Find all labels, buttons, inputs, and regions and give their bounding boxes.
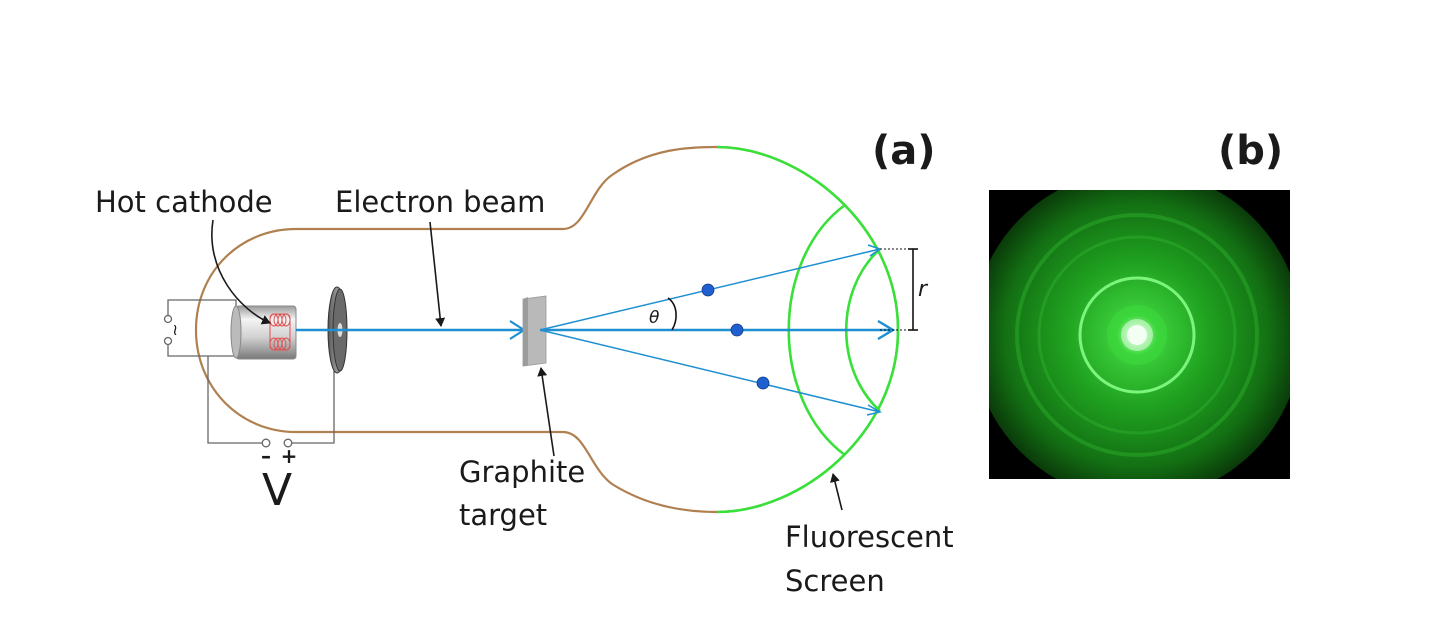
minus-sign: – bbox=[261, 444, 271, 468]
graphite-pointer bbox=[537, 367, 555, 457]
plus-sign: + bbox=[281, 444, 298, 468]
fluorescent-label-line2: Screen bbox=[785, 564, 885, 598]
diffraction-ring bbox=[1078, 276, 1196, 394]
theta-angle-arc bbox=[667, 297, 677, 331]
diffracted-beams bbox=[539, 244, 896, 416]
electron-particle bbox=[756, 376, 770, 390]
voltage-terminal-minus bbox=[261, 438, 271, 448]
graphite-label-line2: target bbox=[459, 498, 547, 532]
hot-cathode-label: Hot cathode bbox=[95, 185, 273, 219]
r-dimension bbox=[880, 248, 920, 331]
panel-b-label: (b) bbox=[1218, 128, 1283, 174]
panel-a-label: (a) bbox=[872, 128, 936, 174]
electron-beam-pointer bbox=[429, 221, 446, 327]
graphite-label-line1: Graphite bbox=[459, 455, 585, 489]
filament-coil bbox=[269, 313, 291, 351]
ac-terminal-bottom bbox=[163, 336, 173, 346]
label-pointers bbox=[211, 219, 843, 511]
hot-cathode-pointer bbox=[211, 219, 271, 325]
voltage-terminal-plus bbox=[283, 438, 293, 448]
panel-b: (b) bbox=[989, 128, 1290, 479]
screen-pointer bbox=[830, 473, 843, 511]
ac-symbol: ~ bbox=[166, 323, 185, 336]
diffraction-pattern-photo bbox=[989, 190, 1290, 479]
electron-particle bbox=[701, 283, 715, 297]
voltage-label: V bbox=[262, 465, 292, 516]
r-label: r bbox=[918, 277, 929, 302]
fluorescent-label-line1: Fluorescent bbox=[785, 520, 954, 554]
ac-terminal-top bbox=[163, 314, 173, 324]
electron-beam-label: Electron beam bbox=[335, 185, 545, 219]
electron-particle bbox=[730, 323, 744, 337]
graphite-target bbox=[522, 295, 547, 367]
theta-label: θ bbox=[649, 308, 660, 328]
hot-cathode bbox=[230, 305, 297, 360]
panel-a: ~ – + V bbox=[95, 128, 954, 598]
